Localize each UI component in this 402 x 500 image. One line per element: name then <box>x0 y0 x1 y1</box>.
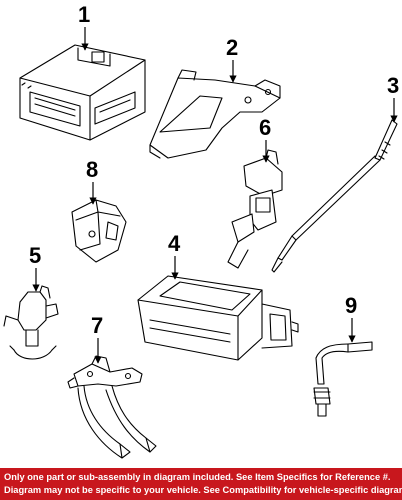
part-7-pedal-assembly <box>67 355 157 459</box>
part-1-control-module <box>19 44 146 141</box>
callout-8: 8 <box>86 157 98 182</box>
part-5-sensor <box>3 285 59 360</box>
disclaimer-banner: Only one part or sub-assembly in diagram… <box>0 468 402 500</box>
part-2-bracket <box>149 69 281 159</box>
disclaimer-line-2: Diagram may not be specific to your vehi… <box>4 485 402 495</box>
callout-6: 6 <box>259 115 271 140</box>
callout-4: 4 <box>168 231 181 256</box>
disclaimer-line-1: Only one part or sub-assembly in diagram… <box>4 472 391 482</box>
callout-3: 3 <box>387 73 399 98</box>
part-8-pressure-sensor <box>71 199 127 263</box>
parts-diagram: 1 2 3 4 5 6 7 8 9 <box>3 2 399 459</box>
callout-9: 9 <box>345 293 357 318</box>
part-3-glow-plug <box>271 119 398 273</box>
part-4-tcm <box>137 275 299 361</box>
callout-1: 1 <box>78 2 90 27</box>
callout-5: 5 <box>29 243 41 268</box>
callout-2: 2 <box>226 35 238 60</box>
part-9-temp-sensor <box>313 341 373 417</box>
part-6-position-sensor <box>227 149 283 269</box>
callout-7: 7 <box>91 313 103 338</box>
